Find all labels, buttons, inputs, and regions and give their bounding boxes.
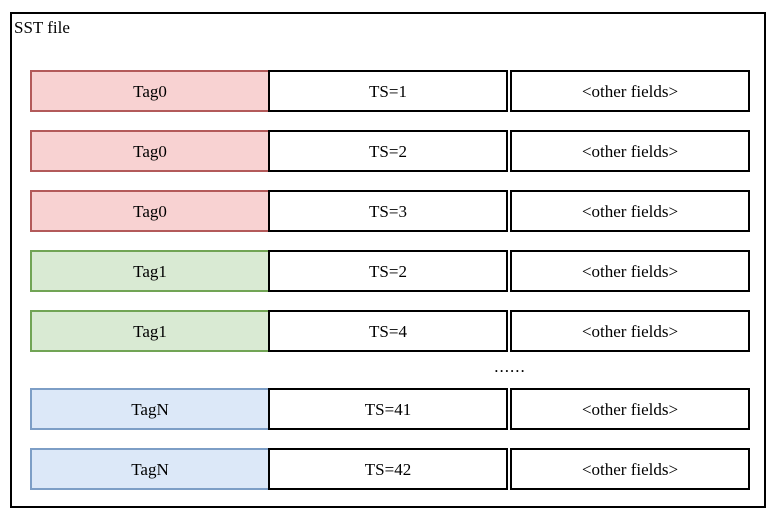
other-fields-cell: <other fields> (510, 70, 750, 112)
table-row: Tag0 TS=1 <other fields> (30, 70, 750, 112)
timestamp-cell: TS=3 (268, 190, 508, 232)
table-row: Tag1 TS=4 <other fields> (30, 310, 750, 352)
other-fields-cell: <other fields> (510, 388, 750, 430)
timestamp-cell: TS=41 (268, 388, 508, 430)
tag-cell: Tag0 (30, 70, 270, 112)
table-row: Tag0 TS=2 <other fields> (30, 130, 750, 172)
tag-cell: Tag1 (30, 310, 270, 352)
other-fields-cell: <other fields> (510, 310, 750, 352)
timestamp-cell: TS=2 (268, 130, 508, 172)
other-fields-cell: <other fields> (510, 448, 750, 490)
table-row: Tag1 TS=2 <other fields> (30, 250, 750, 292)
ellipsis-text: ...... (494, 357, 526, 376)
table-row: TagN TS=41 <other fields> (30, 388, 750, 430)
tag-cell: Tag0 (30, 130, 270, 172)
other-fields-cell: <other fields> (510, 250, 750, 292)
timestamp-cell: TS=2 (268, 250, 508, 292)
tag-cell: TagN (30, 448, 270, 490)
sst-file-label: SST file (14, 18, 70, 37)
timestamp-cell: TS=1 (268, 70, 508, 112)
tag-cell: Tag0 (30, 190, 270, 232)
timestamp-cell: TS=4 (268, 310, 508, 352)
table-row: Tag0 TS=3 <other fields> (30, 190, 750, 232)
ellipsis-separator: ...... (30, 355, 750, 379)
other-fields-cell: <other fields> (510, 190, 750, 232)
timestamp-cell: TS=42 (268, 448, 508, 490)
table-row: TagN TS=42 <other fields> (30, 448, 750, 490)
other-fields-cell: <other fields> (510, 130, 750, 172)
tag-cell: TagN (30, 388, 270, 430)
tag-cell: Tag1 (30, 250, 270, 292)
